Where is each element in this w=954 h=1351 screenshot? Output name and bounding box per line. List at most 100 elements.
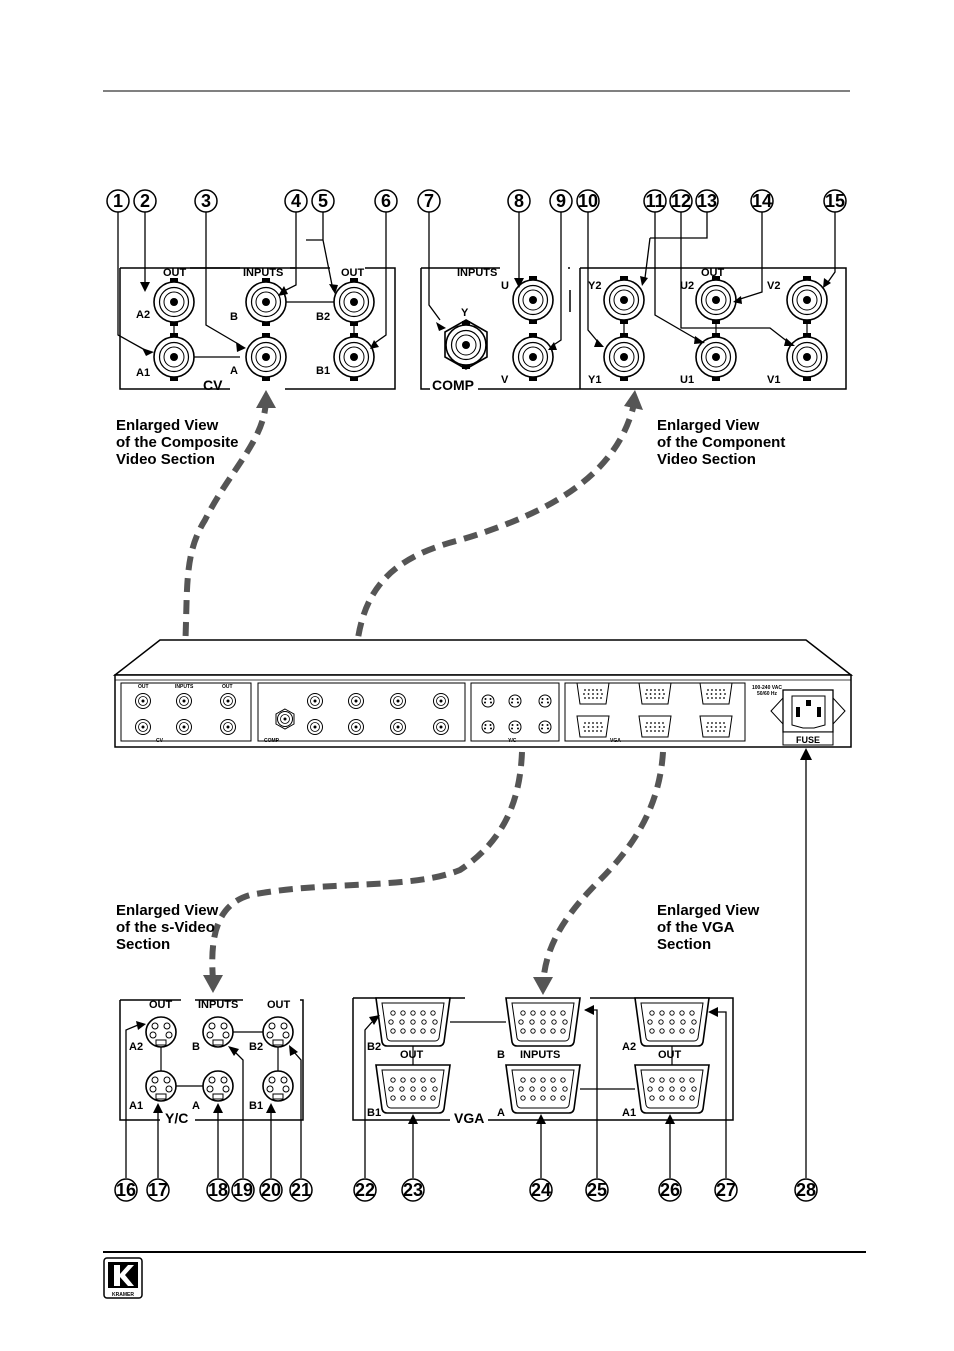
callout-4: 4: [291, 191, 301, 211]
caption-vga: Enlarged View of the VGA Section: [657, 902, 760, 953]
yc-input-b-connector: [202, 1016, 234, 1048]
yc-out-label: OUT: [149, 999, 173, 1011]
cv-out-b2-connector: [333, 277, 375, 327]
vga-b2-label: B2: [367, 1041, 381, 1053]
power-rating-label: 100-240 VAC: [752, 685, 782, 691]
yc-b2-label: B2: [249, 1041, 263, 1053]
cv-panel: OUT INPUTS OUT A2 B B2 A1 A B1 CV: [117, 212, 396, 393]
callout-21: 21: [291, 1180, 311, 1200]
comp-u2-output-connector: [695, 275, 737, 325]
vga-b1-label: B1: [367, 1107, 381, 1119]
callout-3: 3: [201, 191, 211, 211]
callout-19: 19: [233, 1180, 253, 1200]
vga-out-a2-connector: [634, 997, 710, 1047]
yc-title: Y/C: [165, 1110, 188, 1126]
comp-inputs-label: INPUTS: [457, 267, 497, 279]
comp-y-label: Y: [461, 307, 469, 319]
callout-12: 12: [671, 191, 691, 211]
callout-6: 6: [381, 191, 391, 211]
device-vga-label: VGA: [610, 738, 621, 744]
yc-a-label: A: [192, 1100, 200, 1112]
callout-24: 24: [531, 1180, 551, 1200]
caption-component: Enlarged View of the Component Video Sec…: [657, 417, 786, 468]
callout-7: 7: [424, 191, 434, 211]
comp-v2-label: V2: [767, 280, 780, 292]
comp-v1-output-connector: [786, 332, 828, 382]
comp-out-label: OUT: [701, 267, 725, 279]
cv-a1-label: A1: [136, 367, 150, 379]
vga-b-label: B: [497, 1049, 505, 1061]
vga-title: VGA: [454, 1110, 484, 1126]
yc-out-a1-connector: [145, 1070, 177, 1102]
cv-b1-label: B1: [316, 365, 330, 377]
power-freq-label: 50/60 Hz: [757, 691, 778, 697]
kramer-logo: KRAMER: [103, 1257, 143, 1299]
callout-numbers: 1 2 3 4 5 6 7 8 9 10 11 12 13 14 15 16 1…: [106, 189, 847, 1202]
fuse-label: FUSE: [796, 735, 820, 745]
callout-27: 27: [716, 1180, 736, 1200]
comp-u1-output-connector: [695, 332, 737, 382]
vga-out-b2-connector: [375, 997, 451, 1047]
comp-y1-label: Y1: [588, 374, 601, 386]
device-inputs-label: INPUTS: [175, 684, 194, 690]
callout-8: 8: [514, 191, 524, 211]
cv-b-label: B: [230, 311, 238, 323]
cv-out-label: OUT: [163, 267, 187, 279]
callout-1: 1: [113, 191, 123, 211]
vga-a1-label: A1: [622, 1107, 636, 1119]
device-cv-label: CV: [156, 738, 164, 744]
cv-out-a2-connector: [153, 277, 195, 327]
vga-out2-label: OUT: [658, 1049, 682, 1061]
comp-v-label: V: [501, 374, 509, 386]
svg-text:OUT: OUT: [138, 684, 149, 690]
comp-y2-label: Y2: [588, 280, 601, 292]
callout-22: 22: [355, 1180, 375, 1200]
vga-a2-label: A2: [622, 1041, 636, 1053]
cv-inputs-label: INPUTS: [243, 267, 283, 279]
comp-y1-output-connector: [603, 332, 645, 382]
callout-11: 11: [645, 191, 664, 211]
cv-out2-label: OUT: [341, 267, 365, 279]
callout-20: 20: [261, 1180, 281, 1200]
vga-out-a1-connector: [634, 1064, 710, 1114]
callout-15: 15: [825, 191, 845, 211]
callout-17: 17: [148, 1180, 168, 1200]
device-comp-label: COMP: [264, 738, 280, 744]
zoom-arrowheads: [203, 390, 643, 995]
yc-a2-label: A2: [129, 1041, 143, 1053]
yc-input-a-connector: [202, 1070, 234, 1102]
callout-5: 5: [318, 191, 328, 211]
cv-out-b1-connector: [333, 332, 375, 382]
vga-a-label: A: [497, 1107, 505, 1119]
cv-title: CV: [203, 377, 223, 393]
yc-a1-label: A1: [129, 1100, 143, 1112]
yc-b1-label: B1: [249, 1100, 263, 1112]
device-rear-panel: OUT INPUTS OUT CV COMP Y/C VGA 100-240 V…: [112, 639, 854, 1178]
callout-26: 26: [660, 1180, 680, 1200]
callout-18: 18: [208, 1180, 228, 1200]
vga-out-label: OUT: [400, 1049, 424, 1061]
vga-inputs-label: INPUTS: [520, 1049, 560, 1061]
callout-16: 16: [116, 1180, 136, 1200]
vga-input-b-connector: [505, 997, 581, 1047]
comp-u-label: U: [501, 280, 509, 292]
comp-title: COMP: [432, 377, 474, 393]
callout-2: 2: [140, 191, 150, 211]
comp-v2-output-connector: [786, 275, 828, 325]
logo-brand: KRAMER: [112, 1292, 134, 1298]
yc-out-b2-connector: [262, 1016, 294, 1048]
cv-input-b-connector: [245, 277, 287, 327]
callout-9: 9: [556, 191, 566, 211]
device-out-label: OUT: [222, 684, 233, 690]
yc-panel: OUT INPUTS OUT A2 B B2 A1 A B1 Y/C: [119, 998, 304, 1178]
comp-v-input-connector: [512, 332, 554, 382]
cv-input-a-connector: [245, 332, 287, 382]
yc-out-a2-connector: [145, 1016, 177, 1048]
yc-b-label: B: [192, 1041, 200, 1053]
vga-out-b1-connector: [375, 1064, 451, 1114]
comp-u2-label: U2: [680, 280, 694, 292]
comp-y2-output-connector: [603, 275, 645, 325]
callout-28: 28: [796, 1180, 816, 1200]
device-yc-label: Y/C: [508, 738, 517, 744]
